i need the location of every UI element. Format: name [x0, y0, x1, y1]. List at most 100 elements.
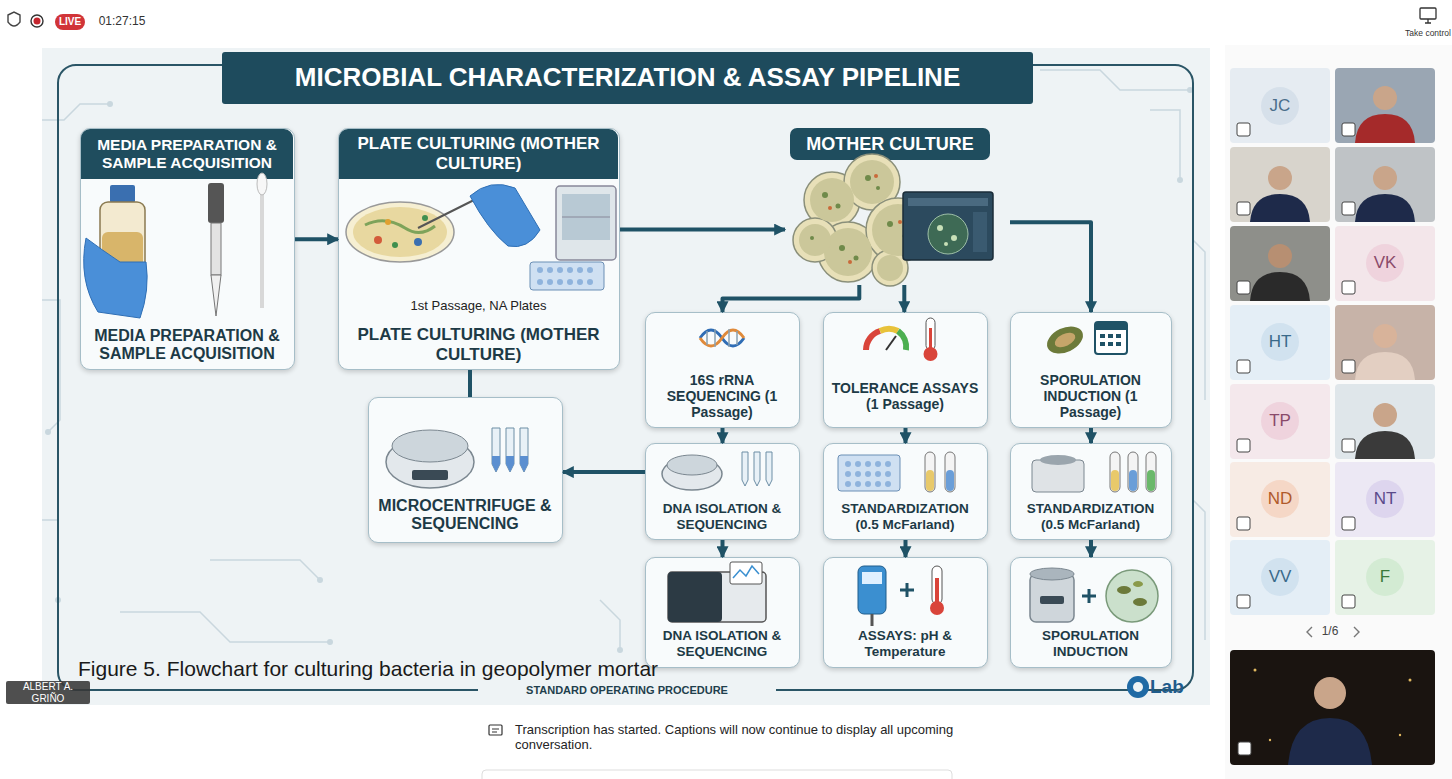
centrifuge-illustration [492, 428, 528, 472]
incubator-illustration [562, 194, 610, 240]
vortex-tubes-icon [1040, 455, 1076, 465]
gauge-thermometer-icon [924, 347, 938, 361]
culture-dishes-illustration [799, 224, 831, 256]
gloved-hand-illustration [418, 184, 540, 246]
autoclave-spore-icon [1030, 568, 1074, 580]
centrifuge-illustration [386, 436, 474, 488]
well-plate-illustration [567, 279, 573, 285]
spore-calendar-icon [1116, 342, 1121, 346]
dna-helix-icon [736, 331, 738, 345]
plate-tubes-icon [855, 471, 861, 477]
slide-background [1133, 682, 1143, 692]
bottle-illustration [84, 238, 147, 318]
culture-dishes-illustration [848, 260, 852, 264]
flow-arrow [620, 228, 785, 232]
self-view [1238, 742, 1251, 755]
process-box: STANDARDIZATION (0.5 McFarland) [1010, 443, 1172, 540]
slide-background [1127, 676, 1149, 698]
well-plate-illustration [557, 279, 563, 285]
mic-off-icon [1342, 595, 1355, 608]
participant-initials: TP [1260, 409, 1300, 433]
autoclave-spore-icon [1030, 574, 1074, 622]
pager-chevron [1354, 627, 1359, 637]
plate-tubes-icon [845, 461, 891, 487]
incubator-illustration [562, 217, 610, 218]
caption-strip [482, 770, 952, 779]
culture-dishes-illustration [866, 198, 930, 262]
gauge-thermometer-icon [929, 328, 932, 352]
small-centrifuge-icon [662, 452, 772, 490]
name-tag: ALBERT A. GRIÑO [6, 681, 90, 704]
plate-tubes-icon [838, 455, 900, 491]
culture-dishes-illustration [887, 221, 893, 227]
process-box: 16S rRNA SEQUENCING (1 Passage) [645, 312, 800, 428]
participant-tiles [1373, 324, 1397, 348]
petri-dish-illustration [392, 242, 398, 248]
mic-off-icon [1342, 360, 1355, 373]
mic-off-icon [1342, 439, 1355, 452]
ph-meter-icon [935, 578, 939, 606]
slide-background [222, 52, 1033, 104]
swab-illustration [260, 190, 264, 308]
slide-background [1040, 70, 1190, 90]
petri-dish-illustration [346, 202, 454, 262]
culture-dishes-illustration [865, 175, 871, 181]
box-label: SPORULATION INDUCTION [1011, 622, 1170, 666]
culture-dishes-illustration [877, 255, 903, 281]
box-label: SPORULATION INDUCTION (1 Passage) [1011, 365, 1170, 427]
spore-calendar-icon [1108, 342, 1113, 346]
plate-tubes-icon [875, 481, 881, 487]
caption-notice: Transcription has started. Captions will… [515, 720, 955, 756]
top-bar [34, 18, 41, 25]
participant-tiles [1355, 352, 1415, 380]
spore-calendar-icon [1100, 334, 1105, 338]
slide-background [327, 639, 333, 645]
culture-dishes-illustration [898, 220, 902, 224]
participant-tiles [1230, 462, 1330, 537]
centrifuge-illustration [412, 470, 448, 480]
culture-dishes-illustration [973, 212, 987, 252]
participant-tiles [1230, 68, 1330, 143]
gloved-hand-illustration [418, 198, 478, 228]
centrifuge-illustration [520, 428, 528, 472]
spore-calendar-icon [1100, 334, 1121, 346]
self-view [1230, 650, 1435, 765]
participant-tiles [1261, 87, 1299, 125]
dna-helix-icon [706, 331, 708, 345]
culture-dishes-illustration [810, 178, 854, 222]
pipette-illustration [208, 183, 224, 316]
pipette-illustration [211, 223, 221, 275]
caption-strip [489, 725, 502, 735]
culture-dishes-illustration [839, 245, 845, 251]
slide-background [317, 577, 323, 583]
ph-meter-icon [932, 566, 942, 604]
box-label: TOLERANCE ASSAYS (1 Passage) [824, 365, 986, 427]
meeting-area [0, 45, 1452, 779]
mic-off-icon [1342, 123, 1355, 136]
culture-dishes-illustration [903, 234, 908, 239]
self-view [1399, 734, 1401, 736]
dna-helix-icon [707, 329, 737, 347]
plate-tubes-icon [925, 452, 935, 492]
centrifuge-illustration [492, 456, 500, 472]
autoclave-spore-icon [1082, 589, 1096, 603]
autoclave-spore-icon [1117, 586, 1131, 594]
flow-arrow [468, 370, 472, 397]
slide-background [600, 600, 620, 650]
timer: 01:27:15 [91, 14, 153, 30]
plate-tubes-icon [875, 461, 881, 467]
petri-dish-illustration [385, 219, 391, 225]
participant-tiles [1230, 384, 1330, 459]
participant-tiles [1261, 480, 1299, 518]
culture-dishes-illustration [828, 206, 832, 210]
participant-tiles [1355, 194, 1415, 222]
process-box: SPORULATION INDUCTION [1010, 557, 1172, 668]
participant-tiles [1373, 86, 1397, 110]
gauge-thermometer-icon [898, 331, 906, 350]
flow-arrow [721, 428, 725, 443]
page-indicator: 1/6 [1315, 624, 1345, 640]
participant-tiles [1366, 244, 1404, 282]
flow-arrow [904, 540, 908, 557]
sequencer-icon [730, 562, 762, 584]
